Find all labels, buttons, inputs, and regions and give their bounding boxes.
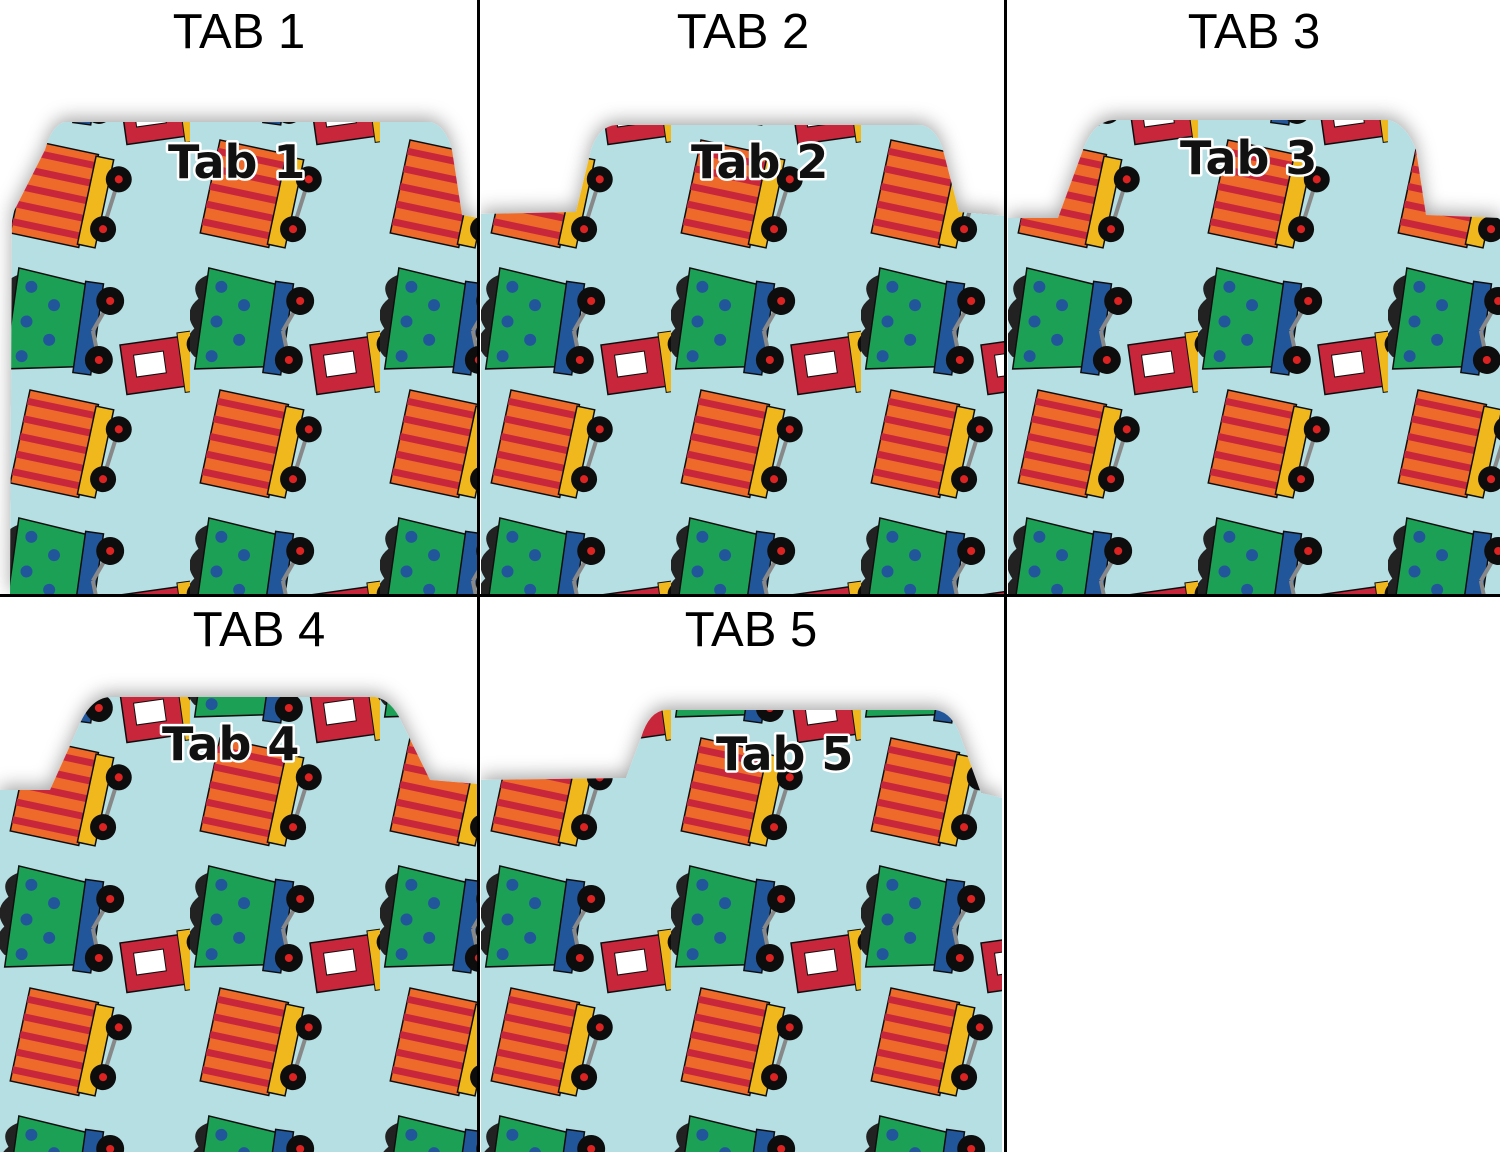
- caption-tab-3: TAB 3: [1187, 5, 1321, 59]
- tab-divider-4: Tab 4: [0, 697, 478, 1152]
- tab-cell-1: Tab 1: [0, 0, 478, 595]
- caption-tab-4: TAB 4: [192, 603, 326, 657]
- tab-divider-1: Tab 1: [10, 122, 478, 595]
- tab-cell-4: Tab 4: [0, 598, 478, 1152]
- tab-label-5: Tab 5: [716, 727, 853, 781]
- tab-divider-5: Tab 5: [481, 710, 1002, 1152]
- tab-divider-3: Tab 3: [1008, 120, 1500, 595]
- grid-divider: [0, 594, 1500, 597]
- grid-divider: [477, 0, 480, 1152]
- caption-tab-5: TAB 5: [684, 603, 818, 657]
- grid-divider: [1004, 0, 1007, 1152]
- tab-label-1: Tab 1: [168, 135, 305, 189]
- tab-cell-3: Tab 3: [1008, 0, 1500, 595]
- tab-divider-2: Tab 2: [481, 125, 1005, 595]
- tab-label-4: Tab 4: [162, 717, 299, 771]
- tab-cell-5: Tab 5: [481, 598, 1002, 1152]
- tab-label-3: Tab 3: [1180, 131, 1317, 185]
- caption-tab-2: TAB 2: [676, 5, 810, 59]
- tab-label-2: Tab 2: [691, 135, 828, 189]
- caption-tab-1: TAB 1: [172, 5, 306, 59]
- tab-cell-2: Tab 2: [481, 0, 1005, 595]
